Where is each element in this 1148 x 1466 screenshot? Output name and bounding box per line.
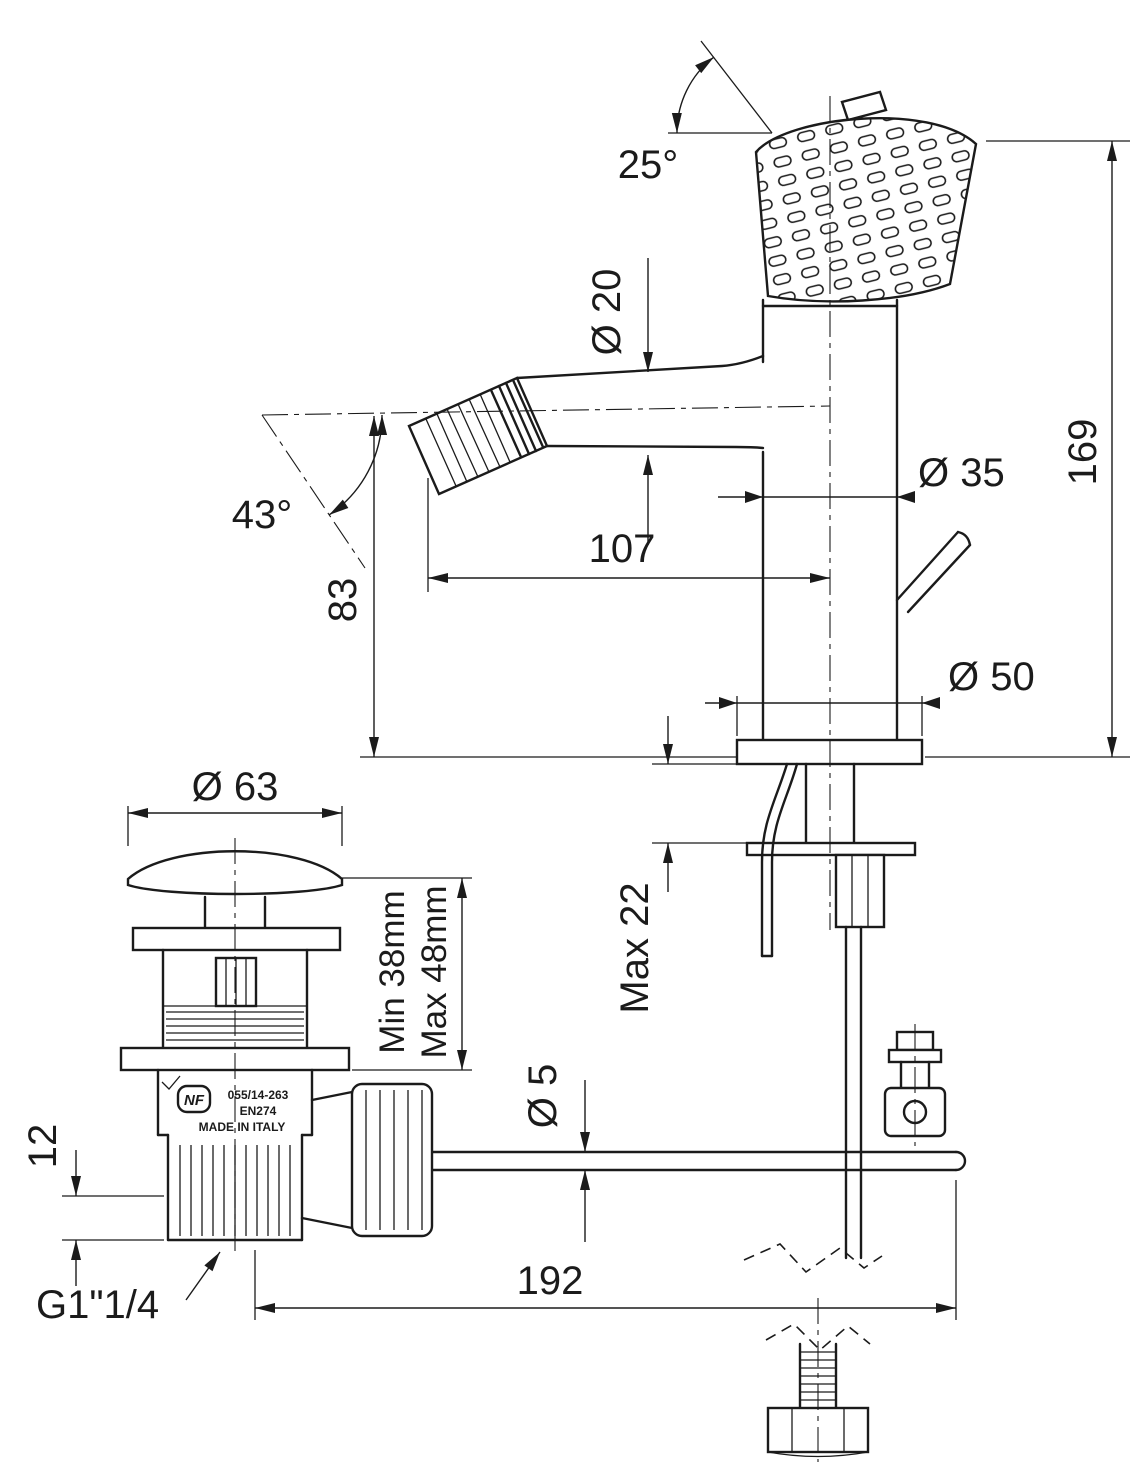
mounting-nut	[834, 853, 886, 929]
dim-rod-diameter: Ø 5	[521, 1064, 590, 1242]
cert-code-text: 055/14-263	[228, 1088, 289, 1102]
handle-stem	[840, 90, 888, 122]
faucet	[407, 90, 978, 766]
dim-handle-angle: 25°	[618, 40, 773, 187]
dim-body-diameter: Ø 35	[718, 451, 1005, 503]
dim-base-diameter-text: Ø 50	[948, 655, 1035, 699]
dim-spout-diameter: Ø 20	[585, 258, 653, 545]
dim-waste-thread: G1"1/4	[36, 1251, 221, 1327]
dim-rod-diameter-text: Ø 5	[521, 1064, 565, 1128]
dim-waste-clamp-range: Min 38mm Max 48mm	[342, 877, 472, 1071]
nf-logo-badge	[176, 1084, 212, 1114]
dim-waste-thread-text: G1"1/4	[36, 1283, 159, 1327]
dim-deck-thickness-text: Max 22	[613, 882, 657, 1013]
drain-markings: NF 055/14-263 EN274 MADE IN ITALY	[161, 1075, 289, 1134]
cert-mark-icon	[161, 1075, 181, 1090]
mounting-washer	[745, 841, 917, 857]
dim-waste-cap-diameter-text: Ø 63	[192, 765, 279, 809]
dim-spout-reach-text: 107	[589, 527, 656, 571]
supply-pipe	[844, 925, 863, 1260]
dim-body-diameter-text: Ø 35	[918, 451, 1005, 495]
spout-tip-knurl	[425, 393, 511, 487]
mounting-hardware	[430, 762, 967, 1458]
dim-waste-clamp-max-text: Max 48mm	[415, 885, 454, 1058]
dim-total-height: 169	[925, 140, 1130, 758]
dim-waste-tail-height: 12	[21, 1124, 164, 1286]
dim-deck-thickness: Max 22	[613, 716, 747, 1014]
dim-spout-angle-text: 43°	[232, 493, 293, 537]
break-line-lower	[765, 1323, 871, 1352]
spout-tip	[407, 376, 549, 496]
pop-up-pull-rod	[760, 762, 799, 958]
dim-rod-length-text: 192	[517, 1259, 584, 1303]
faucet-body	[761, 298, 899, 742]
spout-tip-ring	[489, 378, 545, 459]
spout	[407, 354, 765, 496]
drain-upper-flange	[131, 926, 342, 952]
dim-rod-length: 192	[254, 1180, 957, 1320]
handle-cap-knurl	[754, 116, 978, 303]
dim-waste-tail-height-text: 12	[21, 1124, 65, 1169]
dim-waste-cap-diameter: Ø 63	[127, 765, 343, 846]
standard-text: EN274	[240, 1104, 277, 1118]
break-line-upper	[743, 1243, 883, 1274]
horizontal-rod	[430, 1150, 967, 1172]
dim-spout-angle: 43°	[232, 414, 388, 537]
centerlines	[234, 96, 916, 1462]
dim-spout-height: 83	[321, 416, 737, 758]
dim-waste-clamp-min-text: Min 38mm	[373, 890, 412, 1053]
handle-cap	[754, 90, 978, 303]
rod-coupling-nut	[300, 1082, 434, 1238]
dim-total-height-text: 169	[1061, 419, 1105, 486]
side-lever	[895, 530, 972, 614]
dim-base-diameter: Ø 50	[705, 655, 1035, 736]
origin-text: MADE IN ITALY	[199, 1120, 286, 1134]
dim-spout-height-text: 83	[321, 578, 365, 623]
dim-spout-reach: 107	[427, 478, 830, 592]
dim-spout-diameter-text: Ø 20	[585, 269, 629, 356]
dim-handle-angle-text: 25°	[618, 143, 679, 187]
nf-logo-text: NF	[184, 1092, 205, 1109]
